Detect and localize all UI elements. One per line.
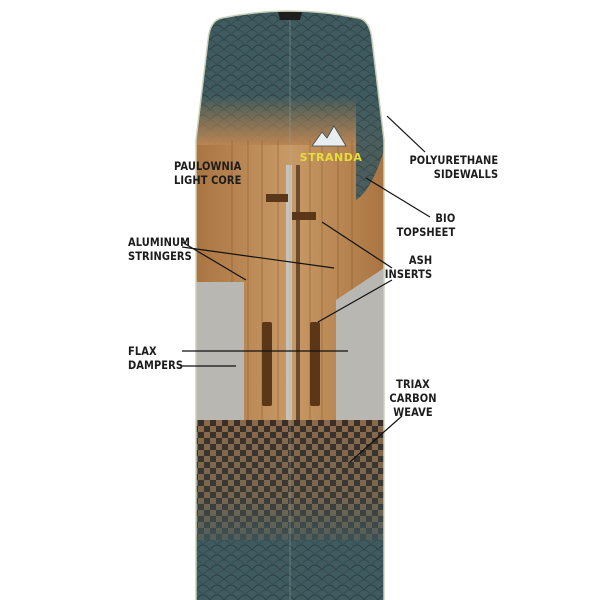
aluminum-stringer-right: [296, 165, 300, 440]
leader-triax: [349, 415, 403, 463]
ash-insert-2: [292, 212, 316, 220]
board-body: [196, 11, 384, 600]
right-shoulder: [356, 90, 384, 200]
leader-ash-2: [317, 279, 393, 323]
flax-damper-left: [196, 282, 244, 430]
label-polyurethane-sidewalls: POLYURETHANE SIDEWALLS: [409, 153, 498, 181]
mountain-logo-icon: [311, 125, 347, 147]
leader-bio-topsheet: [365, 177, 431, 218]
leader-lines: [181, 115, 431, 463]
ash-insert-1: [266, 194, 288, 202]
leader-ash-1: [321, 221, 393, 269]
nose-clip: [278, 12, 302, 20]
brand-logo-text: STRANDA: [300, 151, 363, 164]
board-edge: [195, 10, 385, 600]
label-bio-topsheet: BIO TOPSHEET: [396, 211, 455, 239]
label-flax-dampers: FLAX DAMPERS: [128, 344, 184, 372]
label-aluminum-stringers: ALUMINUM STRINGERS: [128, 235, 192, 263]
ash-insert-3: [262, 322, 272, 406]
leader-aluminum-2: [181, 246, 335, 269]
label-paulownia-light-core: PAULOWNIA LIGHT CORE: [174, 159, 242, 187]
flax-damper-right: [336, 268, 384, 430]
leader-polyurethane: [386, 115, 426, 153]
aluminum-stringer-left: [286, 165, 292, 440]
label-ash-inserts: ASH INSERTS: [384, 253, 432, 281]
ash-insert-4: [310, 322, 320, 406]
label-triax-carbon-weave: TRIAX CARBON WEAVE: [389, 377, 437, 419]
